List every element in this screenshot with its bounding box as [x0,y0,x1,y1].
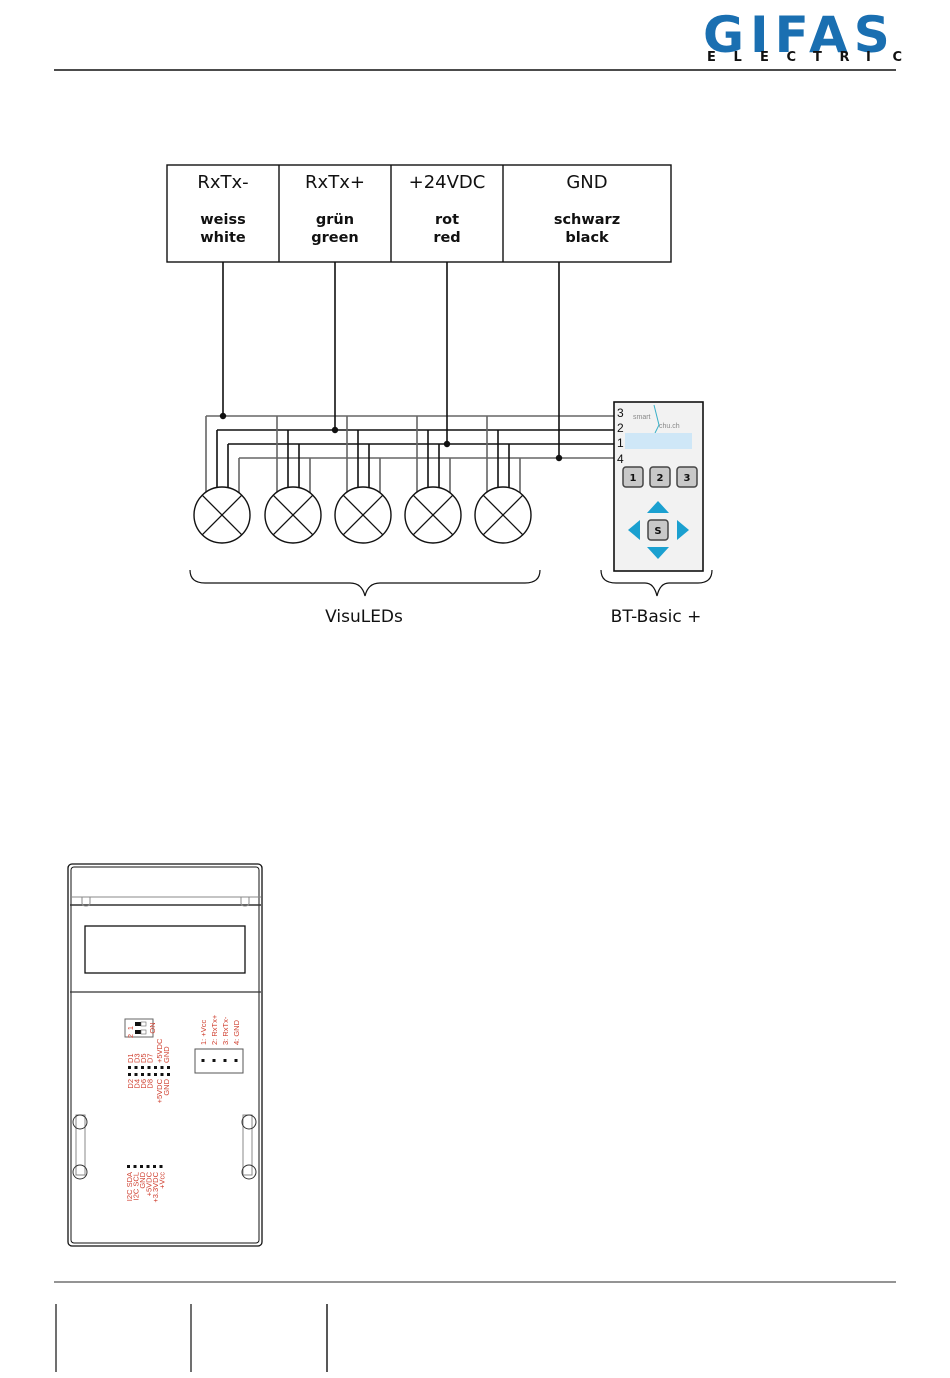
connector-pin-label: 3: RxTx- [221,1016,230,1045]
controller-button-2[interactable]: 2 [650,467,670,487]
wire-color-en: white [200,230,246,246]
button-label: 2 [657,473,664,484]
junction-dot [332,427,338,433]
wire-color-en: green [311,230,359,246]
controller-brace [601,570,712,596]
terminal-signal: RxTx- [197,172,248,193]
brand-text-2: chu.ch [659,423,680,430]
visuled [265,416,321,543]
wire-color-de: rot [435,212,459,228]
wire-color-de: grün [316,212,354,228]
bus-wires [206,262,614,461]
junction-dot [556,455,562,461]
header-pin-label: D7 [146,1053,155,1063]
button-label: 1 [630,473,637,484]
visuled [475,416,531,543]
visuled [405,416,461,543]
pin-label: 3 [617,406,624,420]
controller-display [625,433,692,449]
wire-color-en: red [433,230,460,246]
logo-tagline-letter: C [787,50,797,65]
connector-pin-label: 2: RxTx+ [210,1014,219,1045]
logo-tagline-letter: E [707,50,716,65]
wire-color-en: black [565,230,609,246]
brand-text: smart [633,414,651,421]
terminal-signal: RxTx+ [305,172,365,193]
terminal-signal: GND [566,172,607,193]
lcd-window [85,926,245,973]
header-pin-label: GND [162,1078,171,1095]
terminal-signal: +24VDC [409,172,486,193]
header-pin-label: GND [162,1046,171,1063]
terminal-block: RxTx-weiss white RxTx+ grün green +24VDC rot re… [167,165,671,262]
visuleds-brace [190,570,540,596]
controller-label: BT-Basic + [611,607,702,627]
visuled-group [194,416,531,543]
dip-on-label: ON [148,1022,157,1033]
connector-pin-label: 1: +Vcc [199,1020,208,1045]
wire-color-de: schwarz [554,212,620,228]
dip-label: 1 [126,1026,135,1030]
center-button[interactable]: S [648,520,668,540]
connector-pin-label: 4: GND [232,1019,241,1045]
visuleds-label: VisuLEDs [325,607,403,627]
controller-button-3[interactable]: 3 [677,467,697,487]
logo-tagline-letter: T [813,50,822,65]
button-label: 3 [684,473,691,484]
pin-label: 1 [617,436,624,450]
logo-tagline-letter: I [866,50,871,65]
pin-label: 2 [617,421,624,435]
logo-tagline-letter: L [734,50,742,65]
visuled [335,416,391,543]
junction-dot [220,413,226,419]
logo-tagline-letter: R [840,50,850,65]
junction-dot [444,441,450,447]
visuled [194,416,250,543]
header-pin-label: +Vcc [158,1172,167,1189]
pin-label: 4 [617,452,624,466]
header-pin-label: D8 [146,1079,155,1089]
logo-tagline-letter: C [893,50,903,65]
wire-color-de: weiss [200,212,245,228]
controller-button-1[interactable]: 1 [623,467,643,487]
dip-label: 2 [126,1034,135,1038]
logo-tagline-letter: E [760,50,769,65]
button-label: S [654,526,661,537]
